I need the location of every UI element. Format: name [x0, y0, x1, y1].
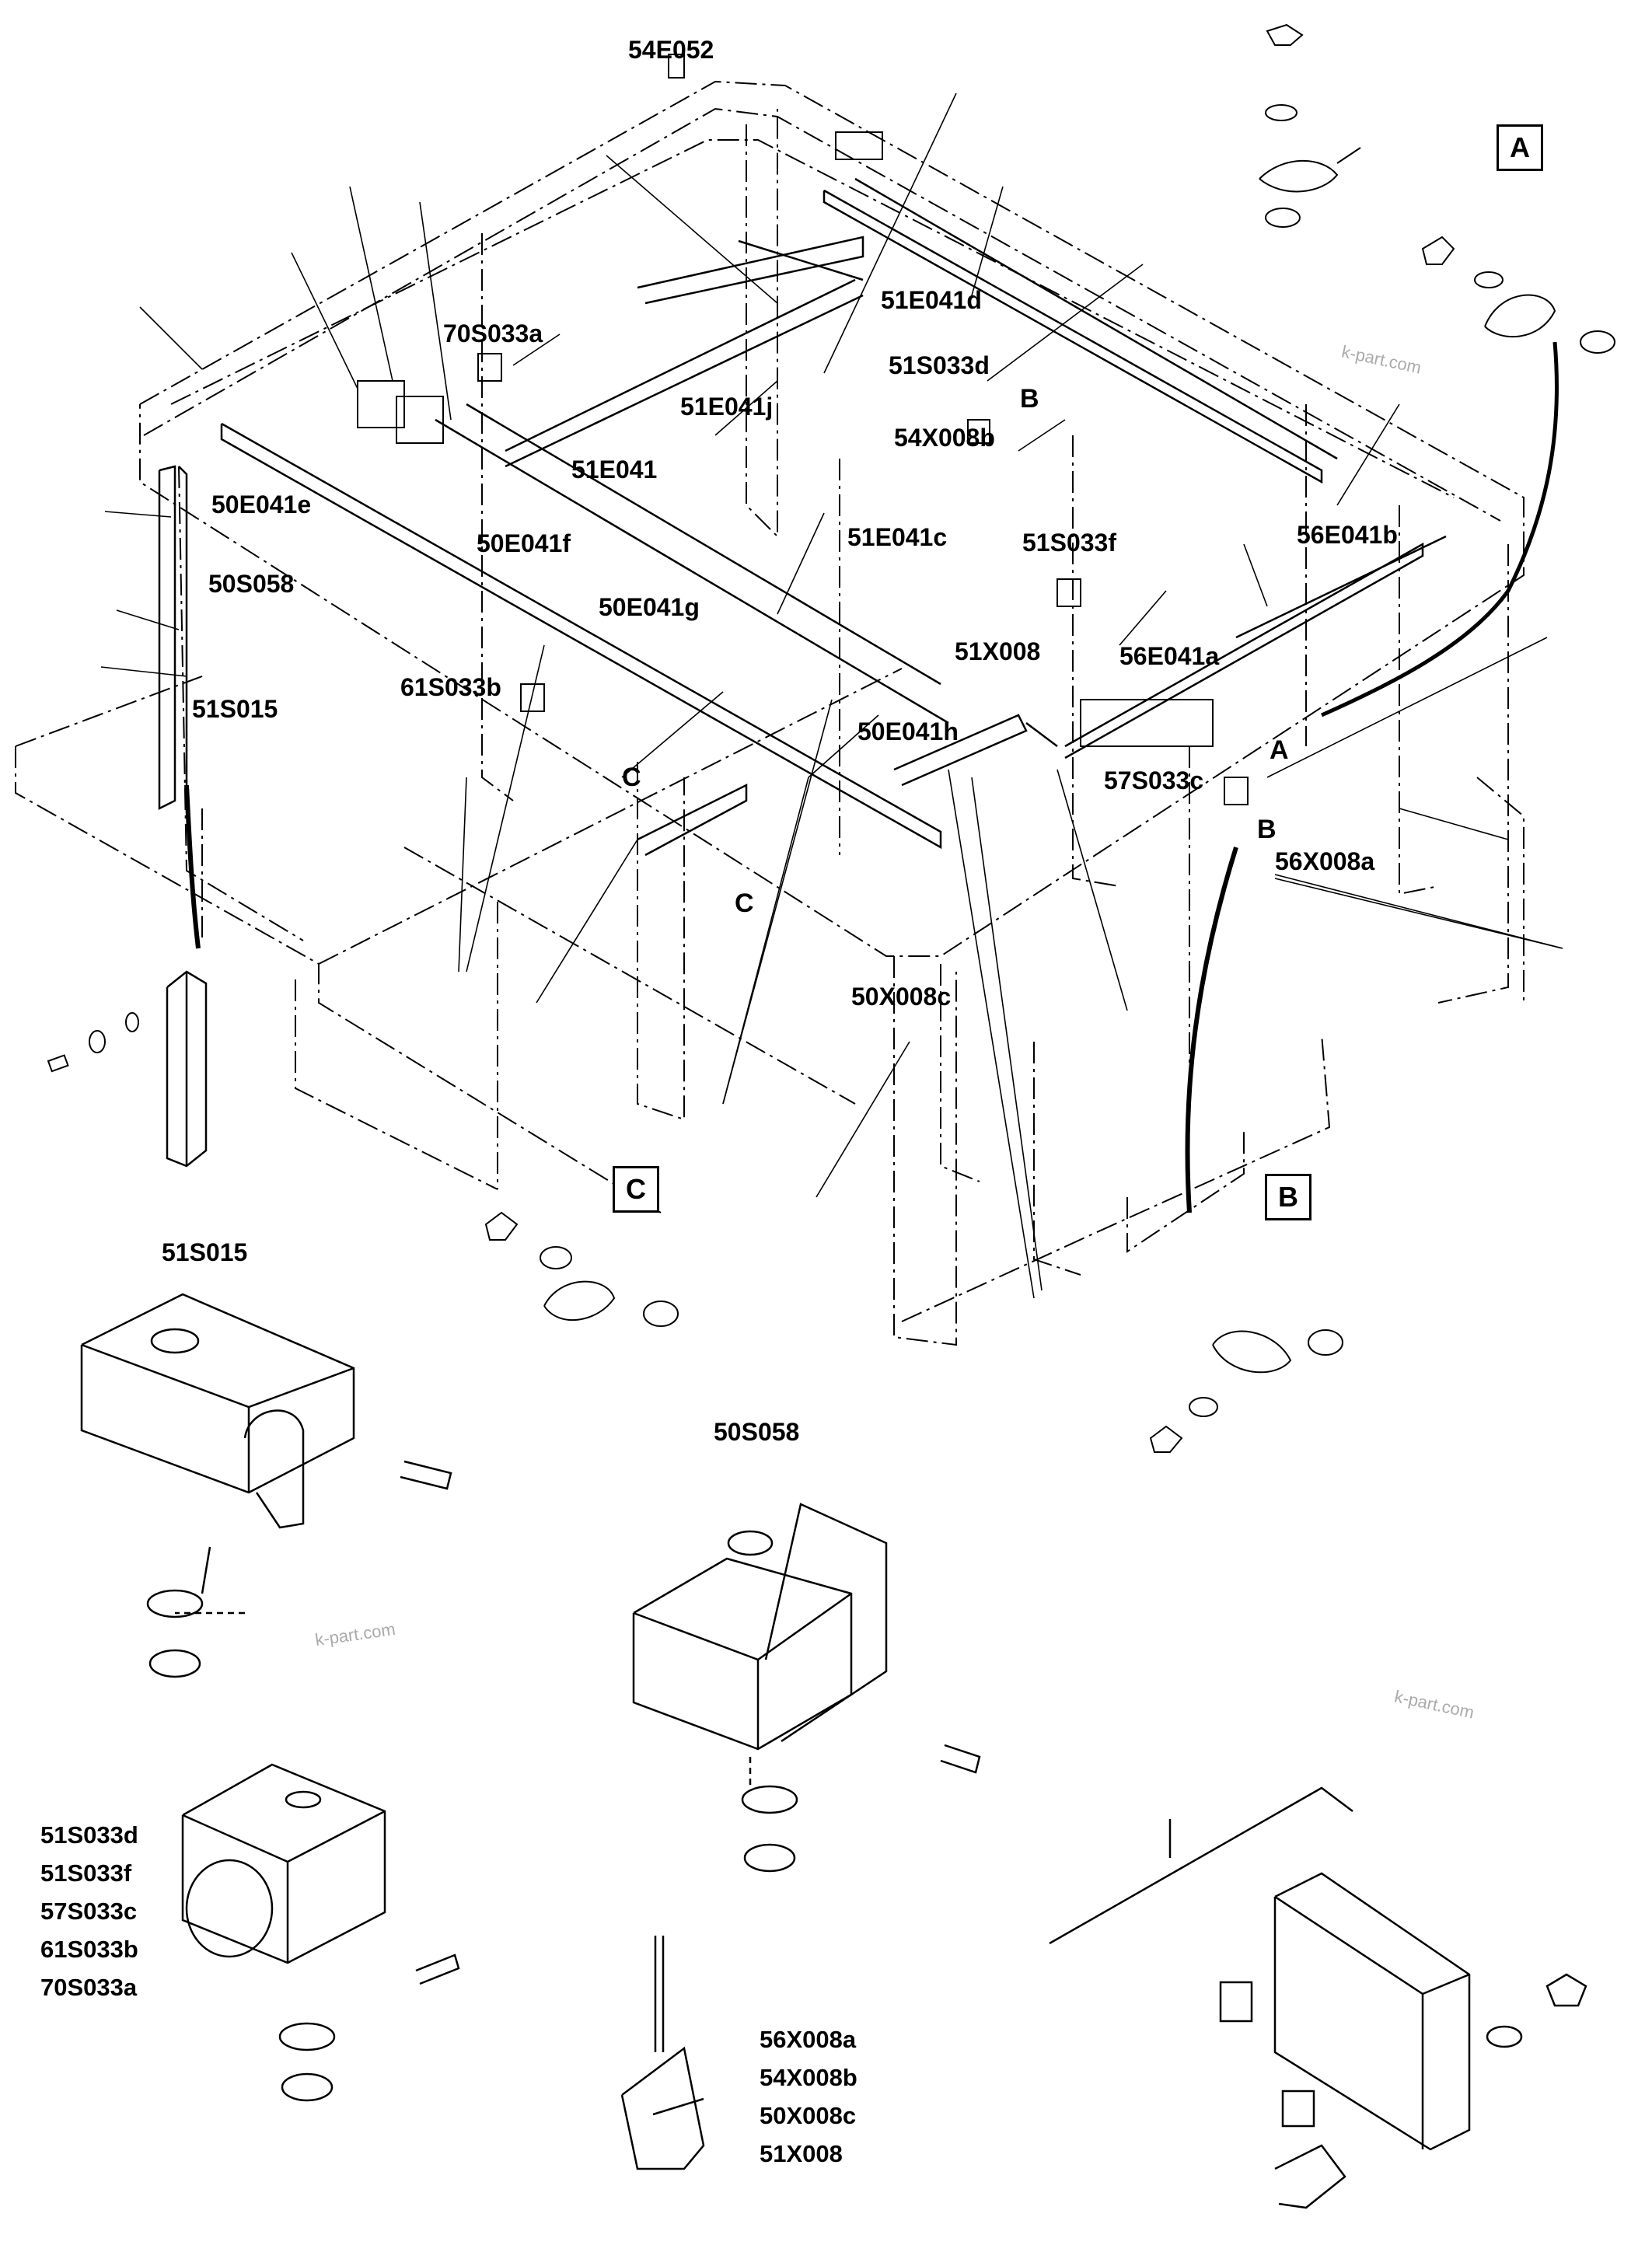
connector-group-item: 50X008c: [760, 2101, 857, 2129]
switch-50s058-drawing: [632, 1503, 981, 1873]
label-51e041c: 51E041c: [847, 523, 948, 551]
switch-51s015-drawing: [80, 1293, 452, 1678]
ref-c-lower: C: [735, 889, 754, 918]
detail-box-b: B: [1265, 1174, 1311, 1220]
label-50s058: 50S058: [208, 570, 295, 598]
label-57s033c: 57S033c: [1104, 766, 1204, 794]
label-51e041: 51E041: [571, 456, 658, 484]
label-50e041g: 50E041g: [599, 593, 700, 621]
switch-group-item: 51S033f: [40, 1859, 132, 1887]
connector-drawing: [620, 1936, 705, 2170]
ref-a: A: [1270, 735, 1289, 765]
label-56e041b: 56E041b: [1297, 521, 1398, 549]
label-56e041a: 56E041a: [1119, 642, 1220, 670]
switch-51s033-drawing: [181, 1763, 460, 2102]
connector-group-item: 56X008a: [760, 2026, 857, 2053]
label-54x008b: 54X008b: [894, 424, 995, 452]
label-54e052: 54E052: [628, 36, 714, 64]
label-51e041j: 51E041j: [680, 393, 774, 421]
mounting-rails: [220, 177, 1447, 857]
clamp-detail-b: [1149, 1329, 1343, 1453]
label-51e041d: 51E041d: [881, 286, 982, 314]
switch-group-item: 61S033b: [40, 1935, 138, 1963]
mounted-switch-markers: [357, 54, 1249, 805]
connector-group-labels: 56X008a 54X008b 50X008c 51X008: [760, 2021, 857, 2173]
label-50e041f: 50E041f: [477, 529, 571, 557]
arrow-curve-a: [1320, 341, 1559, 718]
left-vertical-rail: [158, 465, 188, 811]
arrow-curve-left: [184, 784, 201, 949]
detail-box-a: A: [1497, 124, 1543, 171]
label-50e041h: 50E041h: [857, 718, 959, 745]
clamp-detail-a: [1259, 23, 1615, 354]
label-51s015: 51S015: [192, 695, 278, 723]
label-50e041e: 50E041e: [211, 491, 312, 518]
label-61s033b: 61S033b: [400, 673, 501, 701]
label-51s033f: 51S033f: [1022, 529, 1116, 557]
detail-title-50s058: 50S058: [714, 1418, 800, 1446]
switch-group-item: 57S033c: [40, 1897, 138, 1925]
switch-group-labels: 51S033d 51S033f 57S033c 61S033b 70S033a: [40, 1817, 138, 2007]
label-56x008a: 56X008a: [1275, 847, 1375, 875]
terminal-block-drawing: [1049, 1786, 1587, 2209]
arrow-curve-b: [1185, 847, 1238, 1213]
connector-group-item: 54X008b: [760, 2063, 857, 2091]
label-50x008c: 50X008c: [851, 983, 952, 1011]
ref-b-lower: B: [1257, 815, 1277, 844]
switch-group-item: 70S033a: [40, 1973, 138, 2001]
label-51x008: 51X008: [955, 637, 1041, 665]
detail-title-51s015: 51S015: [162, 1238, 248, 1266]
rail-fasteners-detail: [47, 1012, 139, 1073]
clamp-detail-c: [484, 1211, 679, 1327]
label-70s033a: 70S033a: [443, 319, 543, 347]
label-51s033d: 51S033d: [889, 351, 990, 379]
switch-group-item: 51S033d: [40, 1821, 138, 1849]
leader-lines: [100, 93, 1563, 1299]
detail-box-c: C: [613, 1166, 659, 1213]
detail-rail: [166, 970, 208, 1168]
ref-b-upper: B: [1020, 384, 1039, 414]
connector-group-item: 51X008: [760, 2139, 843, 2167]
ref-c-upper: C: [622, 763, 641, 792]
